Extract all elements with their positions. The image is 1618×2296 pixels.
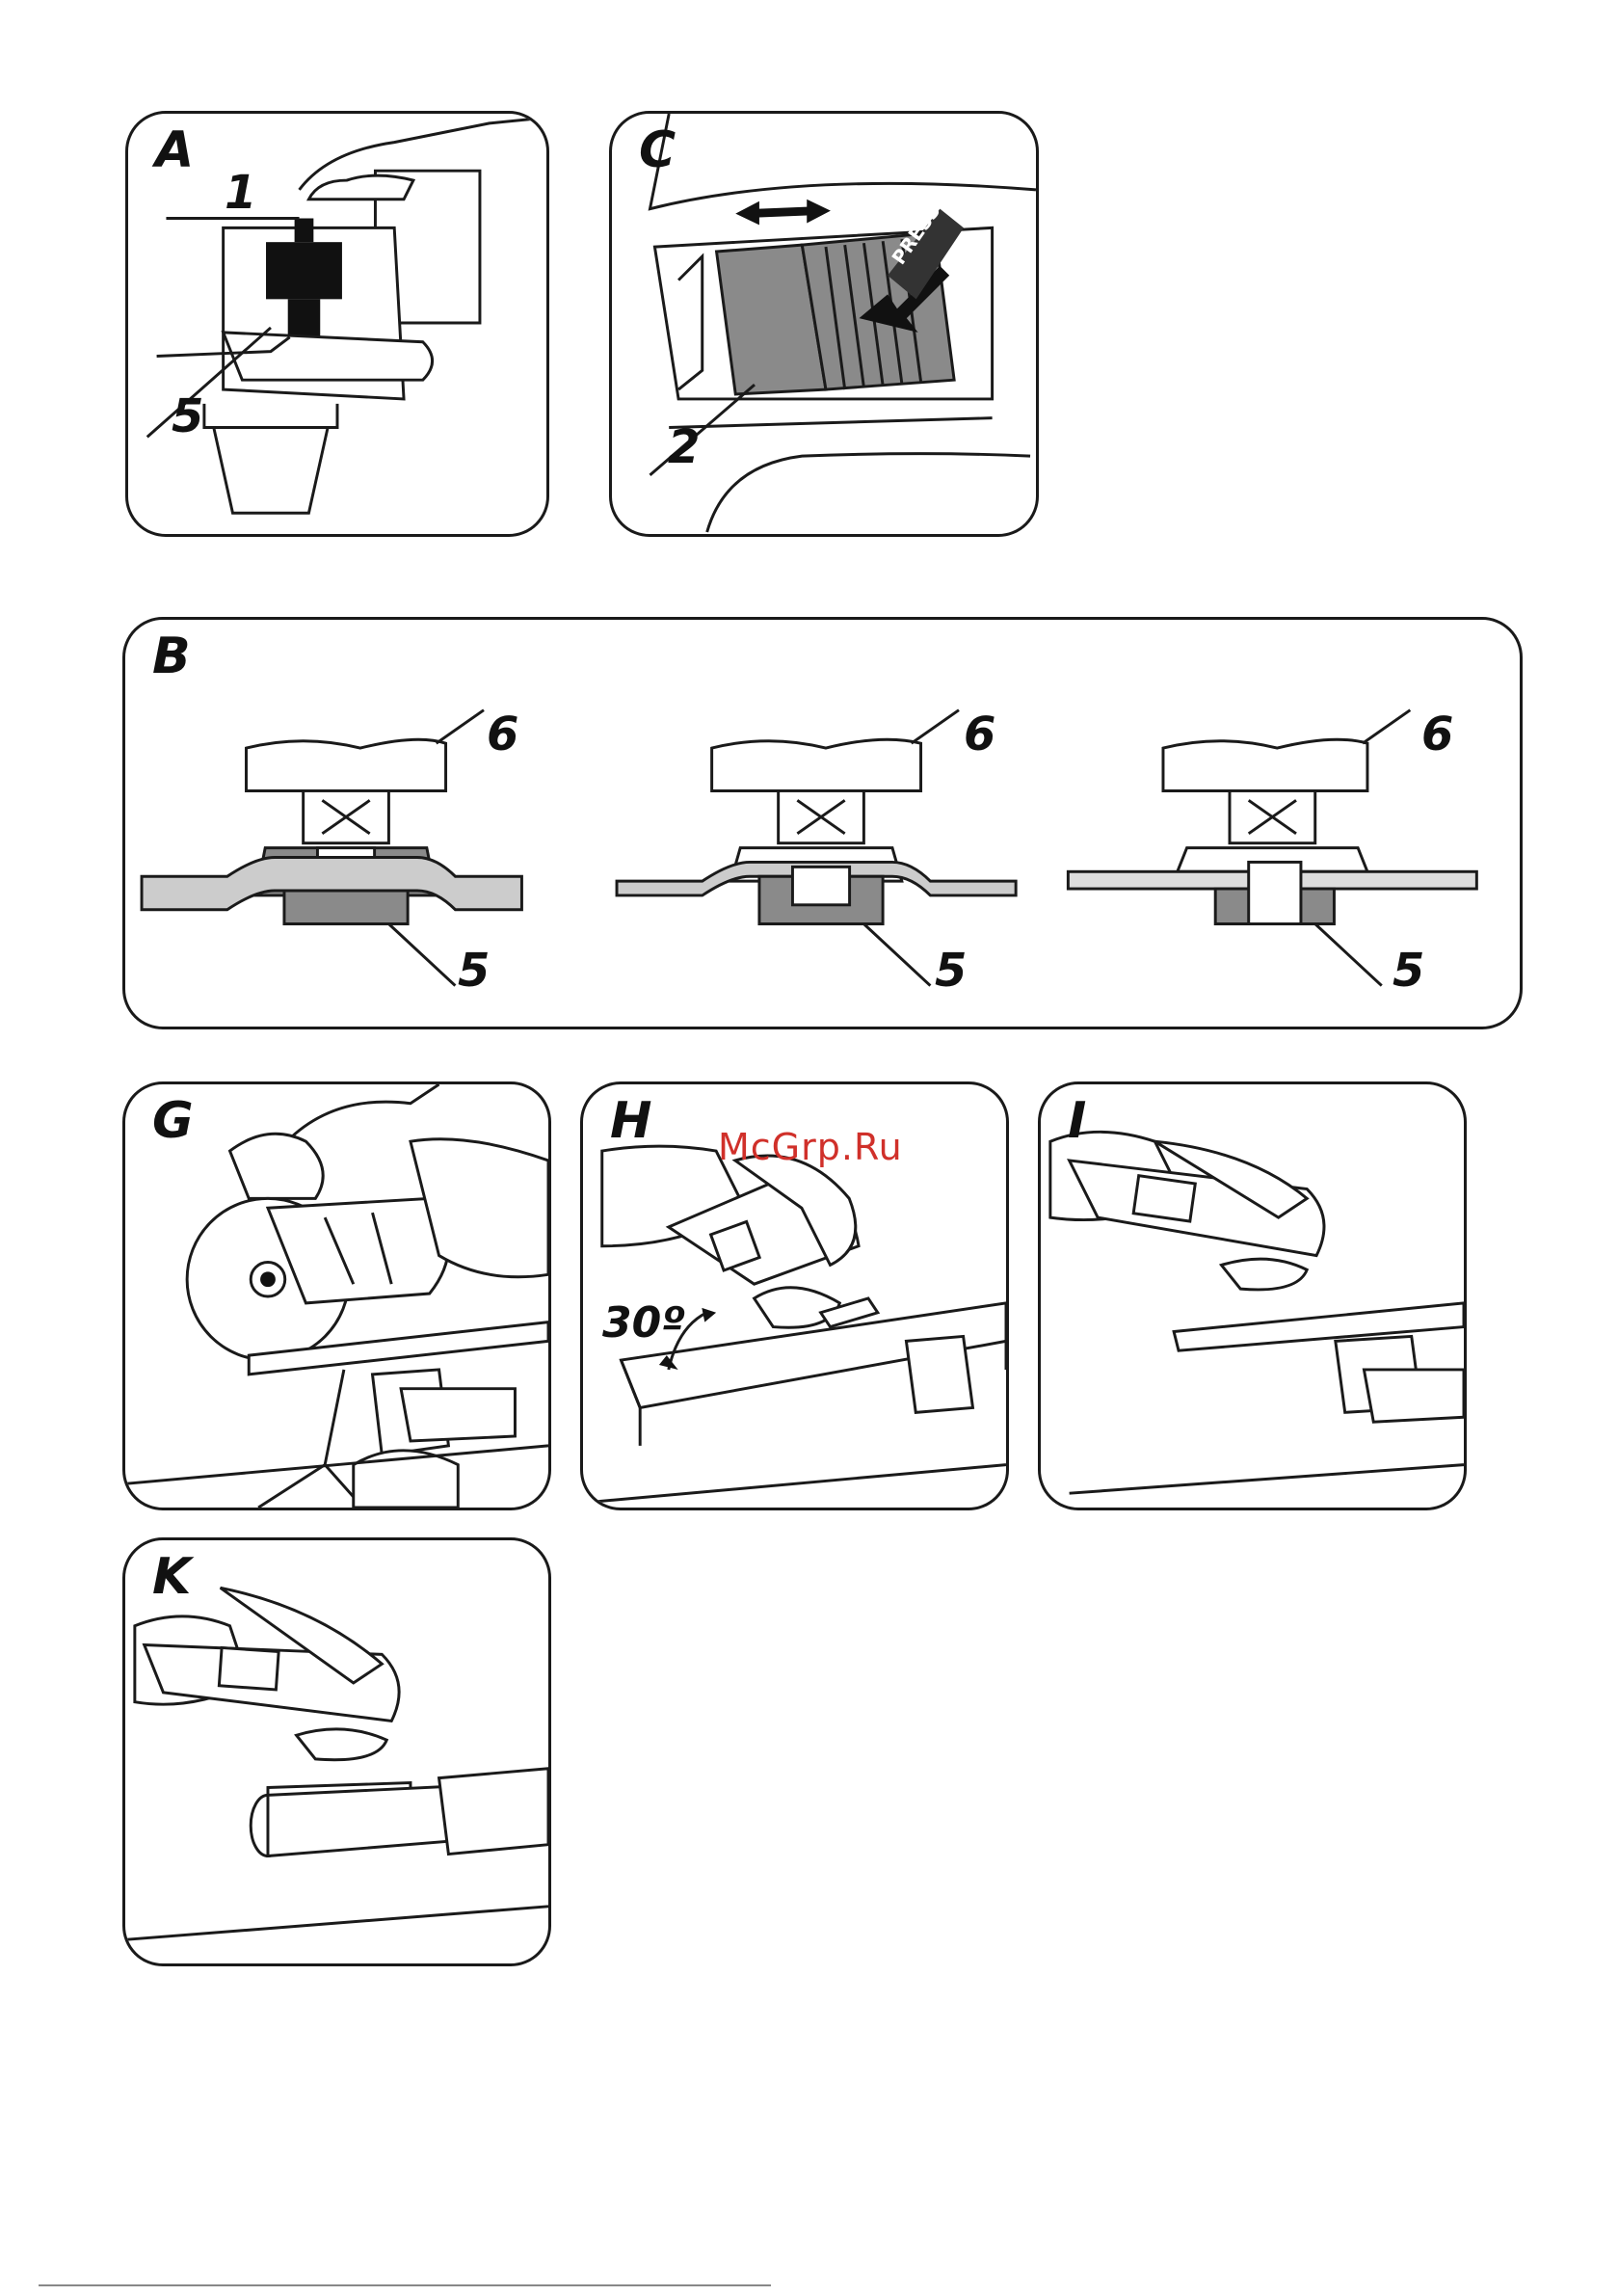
panel-a: A 1 5	[125, 111, 549, 537]
panel-label-h: H	[610, 1092, 652, 1150]
panel-b: B 6 5 6 5 6 5	[122, 617, 1523, 1029]
callout-5: 5	[172, 393, 203, 440]
angle-label: 30º	[602, 1298, 685, 1348]
footer-rule	[39, 2284, 771, 2286]
callout-6-right: 6	[1421, 711, 1453, 758]
watermark: McGrp.Ru	[718, 1126, 903, 1168]
panel-label-g: G	[152, 1092, 194, 1150]
panel-k: K	[122, 1537, 551, 1966]
callout-6-left: 6	[487, 711, 518, 758]
panel-label-i: I	[1068, 1092, 1086, 1150]
flange-assembly-illustration	[125, 620, 1520, 1027]
callout-5-right: 5	[1393, 948, 1424, 994]
panel-label-a: A	[155, 121, 194, 179]
panel-c: PRESS C 2	[609, 111, 1039, 537]
panel-label-k: K	[152, 1548, 191, 1606]
callout-1: 1	[225, 170, 256, 216]
panel-i: I	[1038, 1081, 1467, 1510]
callout-5-middle: 5	[935, 948, 967, 994]
panel-g: G	[122, 1081, 551, 1510]
callout-6-middle: 6	[964, 711, 995, 758]
callout-2: 2	[668, 424, 700, 470]
panel-label-c: C	[639, 121, 676, 179]
flat-grinding-illustration	[1041, 1084, 1464, 1508]
panel-label-b: B	[152, 627, 191, 685]
callout-5-left: 5	[458, 948, 490, 994]
